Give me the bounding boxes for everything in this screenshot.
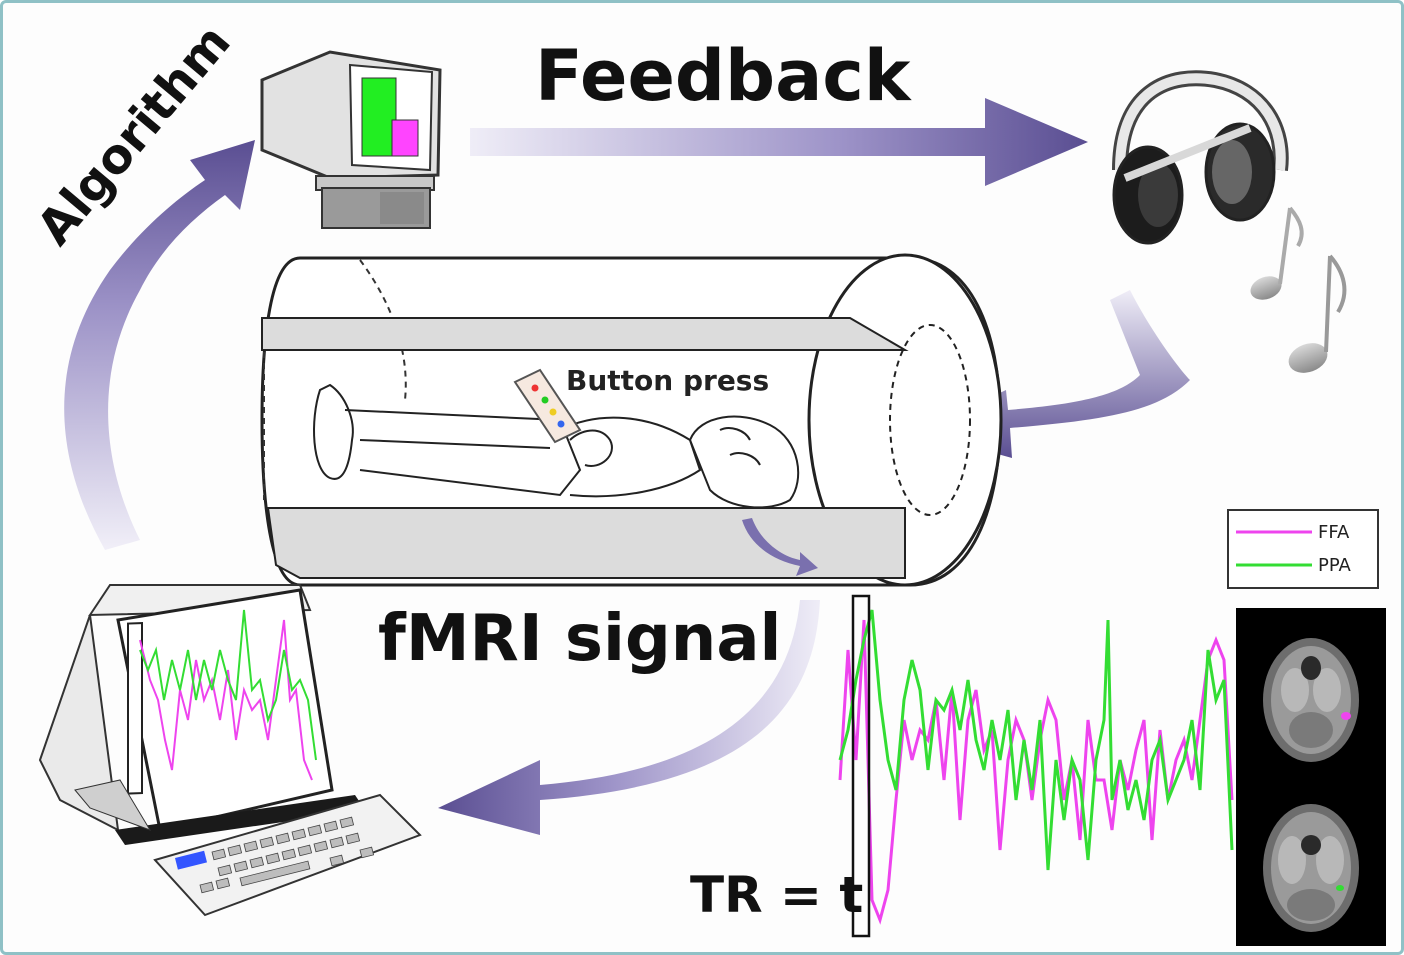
patient-sketch xyxy=(313,383,800,509)
brain-slice-top xyxy=(1263,638,1359,762)
tr-label: TR = t xyxy=(690,866,863,924)
legend: FFA PPA xyxy=(1227,509,1379,589)
button-press-label: Button press xyxy=(566,364,769,397)
brain-scan-icon xyxy=(1236,608,1386,946)
algorithm-arrow xyxy=(64,140,255,550)
fmri-signal-traces xyxy=(838,609,1234,925)
mri-scanner-icon xyxy=(260,253,1003,587)
computer-terminal-icon xyxy=(38,584,422,917)
headphones-icon xyxy=(1112,70,1289,245)
brain-slice-bottom xyxy=(1263,804,1359,932)
button-box-icon xyxy=(513,368,582,444)
feedback-arrow xyxy=(470,98,1088,186)
legend-ffa-label: FFA xyxy=(1318,522,1350,543)
legend-ppa-label: PPA xyxy=(1318,555,1352,576)
tr-window xyxy=(851,594,871,938)
fmri-signal-label: fMRI signal xyxy=(378,602,781,676)
display-monitor-icon xyxy=(260,50,442,229)
music-notes-icon xyxy=(1250,206,1347,373)
feedback-label: Feedback xyxy=(535,35,912,117)
scanner-to-computer-arrow xyxy=(438,600,820,835)
algorithm-label: Algorithm xyxy=(26,14,241,255)
